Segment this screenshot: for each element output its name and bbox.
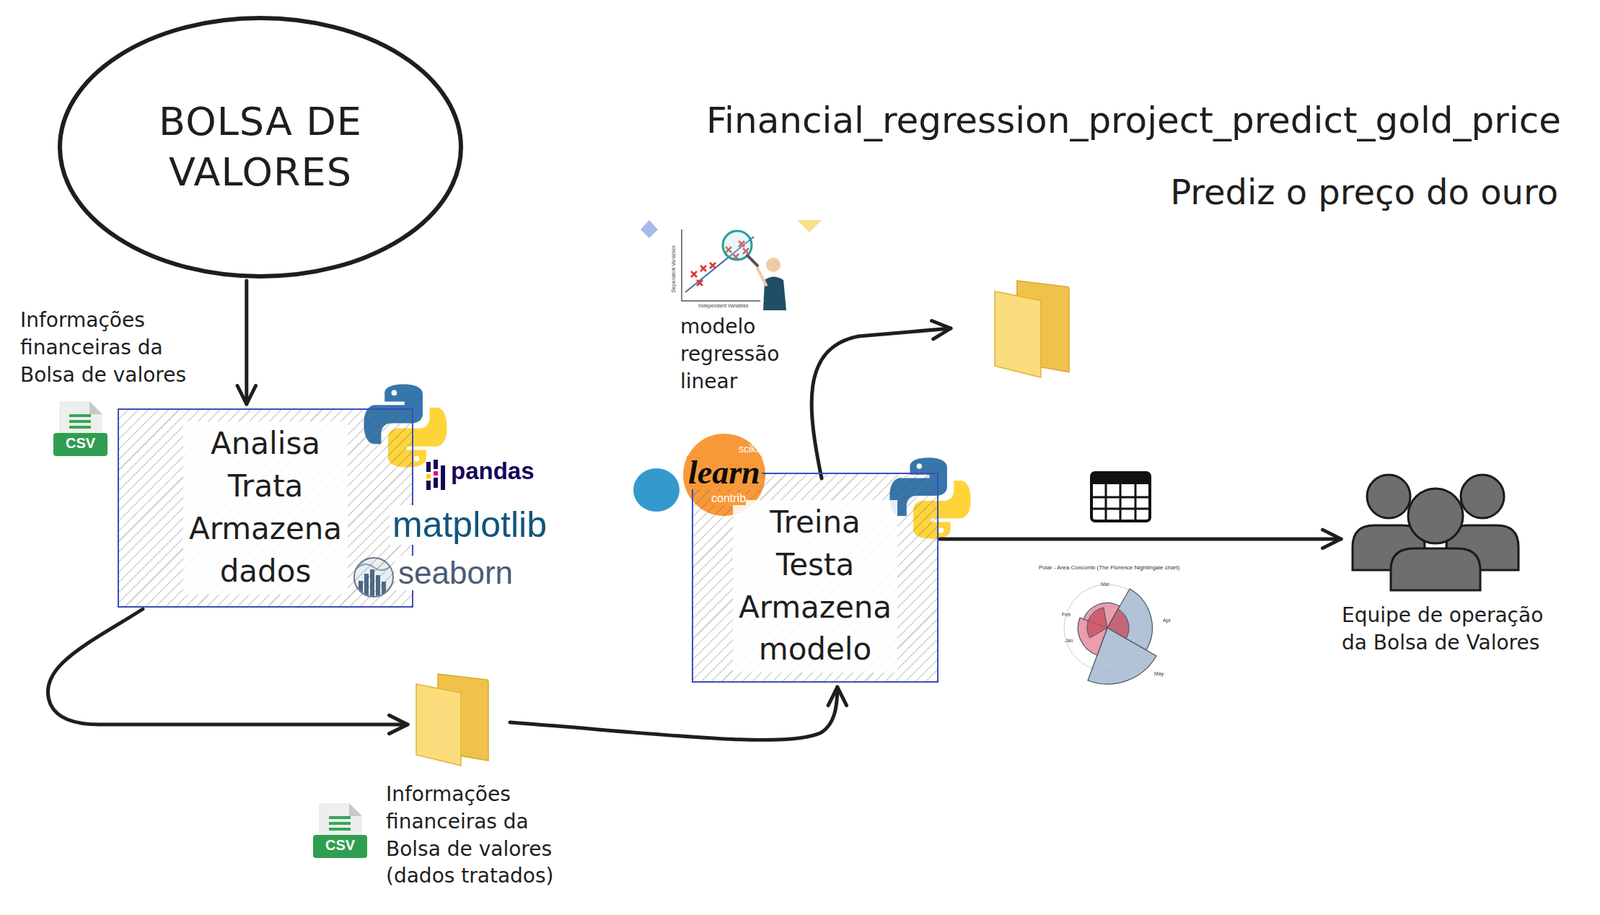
python-logo [391, 390, 398, 397]
csv-icon [53, 432, 108, 456]
csv-icon [328, 821, 351, 825]
csv-icon [69, 419, 91, 423]
csv-icon [328, 827, 351, 831]
axis-label: Dependent Variables [670, 245, 676, 293]
folder-node: Informações financeiras da Bolsa de valo… [416, 673, 489, 766]
people-icon [1460, 474, 1505, 518]
csv-icon [53, 401, 108, 456]
regression-illustration [747, 255, 758, 266]
people-icon [1390, 548, 1481, 591]
folder-icon [416, 683, 461, 766]
regression-illustration [681, 229, 761, 301]
csv-label: CSV [313, 836, 368, 854]
polar-chart [1107, 608, 1129, 639]
flow-arrow [244, 280, 249, 404]
scikit-learn-logo [633, 468, 680, 512]
ellipse-outline [56, 14, 465, 280]
pandas-icon [440, 465, 446, 490]
pandas-icon [426, 459, 446, 490]
axis-label: May [1154, 670, 1164, 676]
regression-illustration [766, 257, 781, 272]
folder-icon [994, 291, 1041, 378]
regression-illustration [757, 268, 767, 285]
logo-text: contrib [711, 491, 746, 505]
regression-illustration [640, 220, 822, 311]
subtitle: Prediz o preço do ouro [1170, 171, 1559, 213]
csv-icon [349, 802, 363, 816]
people-icon [1366, 474, 1411, 518]
csv-icon [69, 414, 91, 417]
csv-icon [313, 802, 368, 858]
pandas-icon [433, 477, 438, 488]
flow-arrow [510, 686, 838, 740]
python-logo [938, 527, 944, 533]
csv-icon [313, 802, 368, 858]
table-icon [1091, 484, 1150, 521]
node-text: BOLSA DE VALORES [137, 96, 384, 198]
logo-text: matplotlib [389, 504, 550, 545]
axis-label: Apr [1162, 617, 1171, 623]
logo-text: seaborn [395, 555, 516, 591]
pandas-icon [433, 471, 438, 476]
regression-illustration [763, 277, 787, 311]
logo-text: learn [686, 455, 762, 490]
folder-icon [994, 280, 1070, 378]
axis-label: Independent Variables [698, 302, 749, 309]
logo-text: scikit [738, 442, 762, 455]
table-icon [1091, 472, 1150, 521]
people-icon [1346, 467, 1521, 592]
axis-label: Feb [1061, 611, 1071, 617]
python-logo [916, 463, 922, 469]
csv-icon [328, 815, 351, 819]
csv-icon [313, 834, 368, 858]
table-icon [1091, 472, 1150, 485]
node-text: Treina Testa Armazena modelo [732, 499, 898, 673]
node-text: Informações financeiras da Bolsa de valo… [385, 780, 567, 890]
csv-label: CSV [53, 434, 108, 452]
data-note: Informações financeiras da Bolsa de valo… [20, 306, 201, 389]
polar-chart [1087, 607, 1108, 638]
people-icon [1408, 488, 1463, 544]
process-box: Analisa Trata Armazena dados [117, 408, 414, 608]
csv-icon [53, 401, 108, 456]
start-ellipse: BOLSA DE VALORES [56, 14, 465, 280]
python-logo [414, 455, 420, 462]
pandas-icon [426, 480, 431, 490]
flow-arrow [811, 328, 951, 479]
pandas-icon [426, 461, 431, 472]
people-node: Equipe de operação da Bolsa de Valores [1346, 467, 1521, 592]
table-icon [1091, 472, 1150, 521]
csv-icon [89, 401, 103, 415]
chart-title: Polar - Area Coxcomb (The Florence Night… [1038, 564, 1180, 571]
axis-label: Jan [1064, 637, 1073, 643]
node-text: Analisa Trata Armazena dados [183, 421, 348, 594]
polar-chart [1064, 584, 1157, 684]
axis-label: Mar [1100, 581, 1110, 587]
csv-icon [69, 425, 91, 429]
pandas-icon [426, 473, 431, 479]
node-text: Equipe de operação da Bolsa de Valores [1341, 601, 1559, 657]
flow-arrow [47, 608, 408, 725]
logo-text: pandas [450, 457, 535, 485]
regression-illustration [640, 220, 658, 239]
regression-illustration [797, 220, 822, 233]
ellipse-outline [59, 18, 461, 277]
diagram-title: Financial_regression_project_predict_gol… [706, 99, 1562, 142]
model-note: modelo regressão linear [680, 313, 780, 395]
pandas-icon [433, 459, 438, 469]
folder-icon [416, 673, 489, 766]
flow-arrow [939, 536, 1342, 541]
